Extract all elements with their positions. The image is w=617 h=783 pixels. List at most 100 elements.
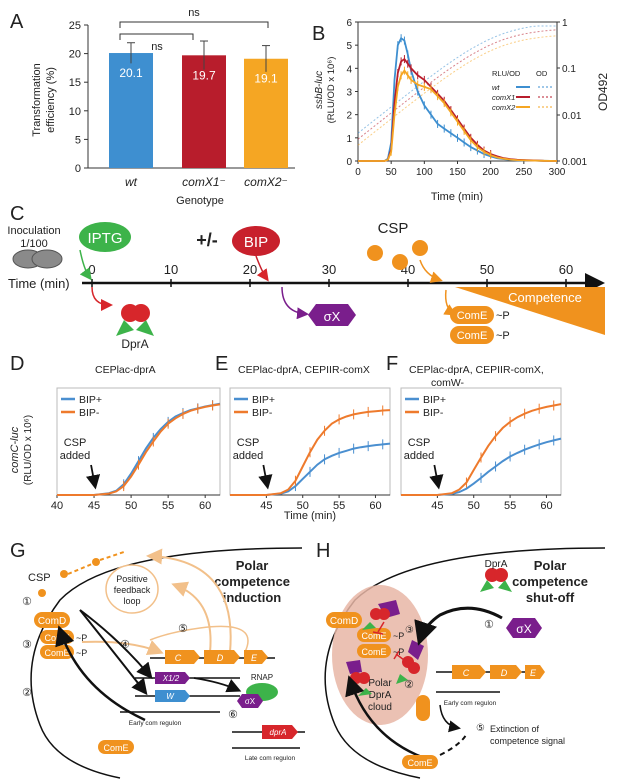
h-come-p-2 (357, 644, 391, 658)
g-title-2: competence (214, 574, 290, 589)
h-come-free (416, 695, 430, 721)
g-gene-w-label: W (166, 692, 175, 701)
g-come-p-2 (40, 645, 74, 659)
a-ylabel-line1: Transformation (31, 63, 43, 137)
csp-molecules-icon (367, 240, 428, 270)
a-ytick-label: 10 (69, 106, 81, 118)
b-xlabel: Time (min) (431, 191, 483, 203)
def-series-line (230, 442, 391, 496)
h-gene-c-label: C (463, 668, 470, 678)
h-gene-e (525, 665, 545, 679)
b-ytick-label: 5 (346, 41, 352, 52)
h-step-3: ③ (405, 625, 414, 636)
panel-letter-a: A (10, 11, 24, 33)
def-csp-label: CSP (64, 437, 87, 449)
def-csp-added-label: added (60, 450, 91, 462)
sigma-induction-arrow (281, 286, 309, 320)
b-od-curve (357, 35, 558, 146)
b-legend-name: comX2⁻ (492, 103, 519, 112)
h-early-label: Early com regulon (444, 700, 497, 707)
g-dpra-gene: dprA (270, 728, 287, 737)
def-xtick-label: 55 (333, 500, 345, 512)
g-sigma: σX (245, 697, 256, 706)
c-tick-label: 50 (480, 262, 494, 277)
h-come-p-1 (357, 628, 391, 642)
b-od-curve (357, 25, 557, 134)
g-feedback-loop-circle (105, 564, 159, 614)
def-legend-label: BIP- (79, 407, 100, 419)
h-come-p1: ComE (361, 631, 386, 641)
def-csp-arrow (429, 464, 444, 490)
panel-letter: F (386, 353, 398, 375)
panel-h: H Polar competence shut-off Polar DprA c… (316, 540, 606, 779)
panel-letter: E (215, 353, 228, 375)
csp-arrow (419, 259, 443, 283)
h-gene-d (490, 665, 522, 679)
g-come-p2: ComE (44, 648, 69, 658)
panel-letter-c: C (10, 203, 24, 225)
g-gene-x-label: X1/2 (162, 674, 180, 683)
h-cloud-1: Polar (368, 678, 392, 689)
inoculum-cells-icon (12, 249, 63, 269)
def-series-line (57, 403, 221, 496)
g-step-1: ① (22, 596, 32, 608)
def-xtick-label: 40 (51, 500, 63, 512)
h-gene-c (452, 665, 486, 679)
c-iptg: IPTG (87, 230, 122, 247)
b-xtick-label: 0 (355, 167, 361, 178)
def-xtick-label: 45 (88, 500, 100, 512)
g-feedback-arrow-1 (171, 581, 212, 653)
h-sigma-hexagon (506, 618, 542, 638)
g-gene-e-label: E (251, 653, 258, 663)
def-xtick-label: 60 (199, 500, 211, 512)
b-y2tick-label: 0.001 (562, 157, 587, 168)
b-xtick-label: 300 (549, 167, 566, 178)
b-ylabel-line1: ssbB-luc (314, 71, 325, 109)
c-come2: ComE (457, 330, 488, 342)
b-legend-name: wt (492, 83, 500, 92)
g-rnap: RNAP (251, 673, 273, 682)
g-step-3: ③ (22, 639, 32, 651)
g-sigma-hexagon (237, 694, 263, 708)
h-gene-d-label: D (501, 668, 508, 678)
h-gene-e-label: E (530, 668, 537, 678)
def-ylabel-line2: (RLU/OD x 10⁶) (23, 415, 34, 485)
c-sigma: σX (324, 309, 341, 324)
a-bar (244, 58, 288, 168)
b-xtick-label: 250 (515, 167, 532, 178)
h-comd-receptor (326, 612, 362, 628)
h-title-3: shut-off (526, 590, 575, 605)
h-dashed-arrow (439, 734, 467, 756)
a-ns-bracket-top (119, 21, 269, 28)
a-ytick-label: 25 (69, 20, 81, 32)
panel-letter-g: G (10, 540, 26, 562)
c-plusminus: +/- (196, 230, 218, 250)
h-shutoff-arrow (439, 704, 461, 733)
dpra-induction-arrow (91, 286, 113, 311)
g-comd: ComD (38, 616, 66, 627)
b-ytick-label: 6 (346, 18, 352, 29)
b-xtick-label: 200 (482, 167, 499, 178)
a-xlabel: Genotype (176, 195, 224, 207)
def-xtick-label: 55 (162, 500, 174, 512)
b-ytick-label: 3 (346, 88, 352, 99)
h-cloud-2: DprA (369, 690, 392, 701)
c-phos2: ~P (496, 330, 510, 342)
def-csp-label: CSP (237, 437, 260, 449)
a-value-label: 20.1 (119, 66, 143, 80)
g-signal-arrow-2 (79, 609, 153, 680)
b-legend-rlu: RLU/OD (492, 69, 521, 78)
a-category-label: wt (125, 175, 138, 189)
c-phos1: ~P (496, 310, 510, 322)
g-step-4: ④ (120, 639, 130, 651)
g-gene-c-label: C (175, 653, 182, 663)
